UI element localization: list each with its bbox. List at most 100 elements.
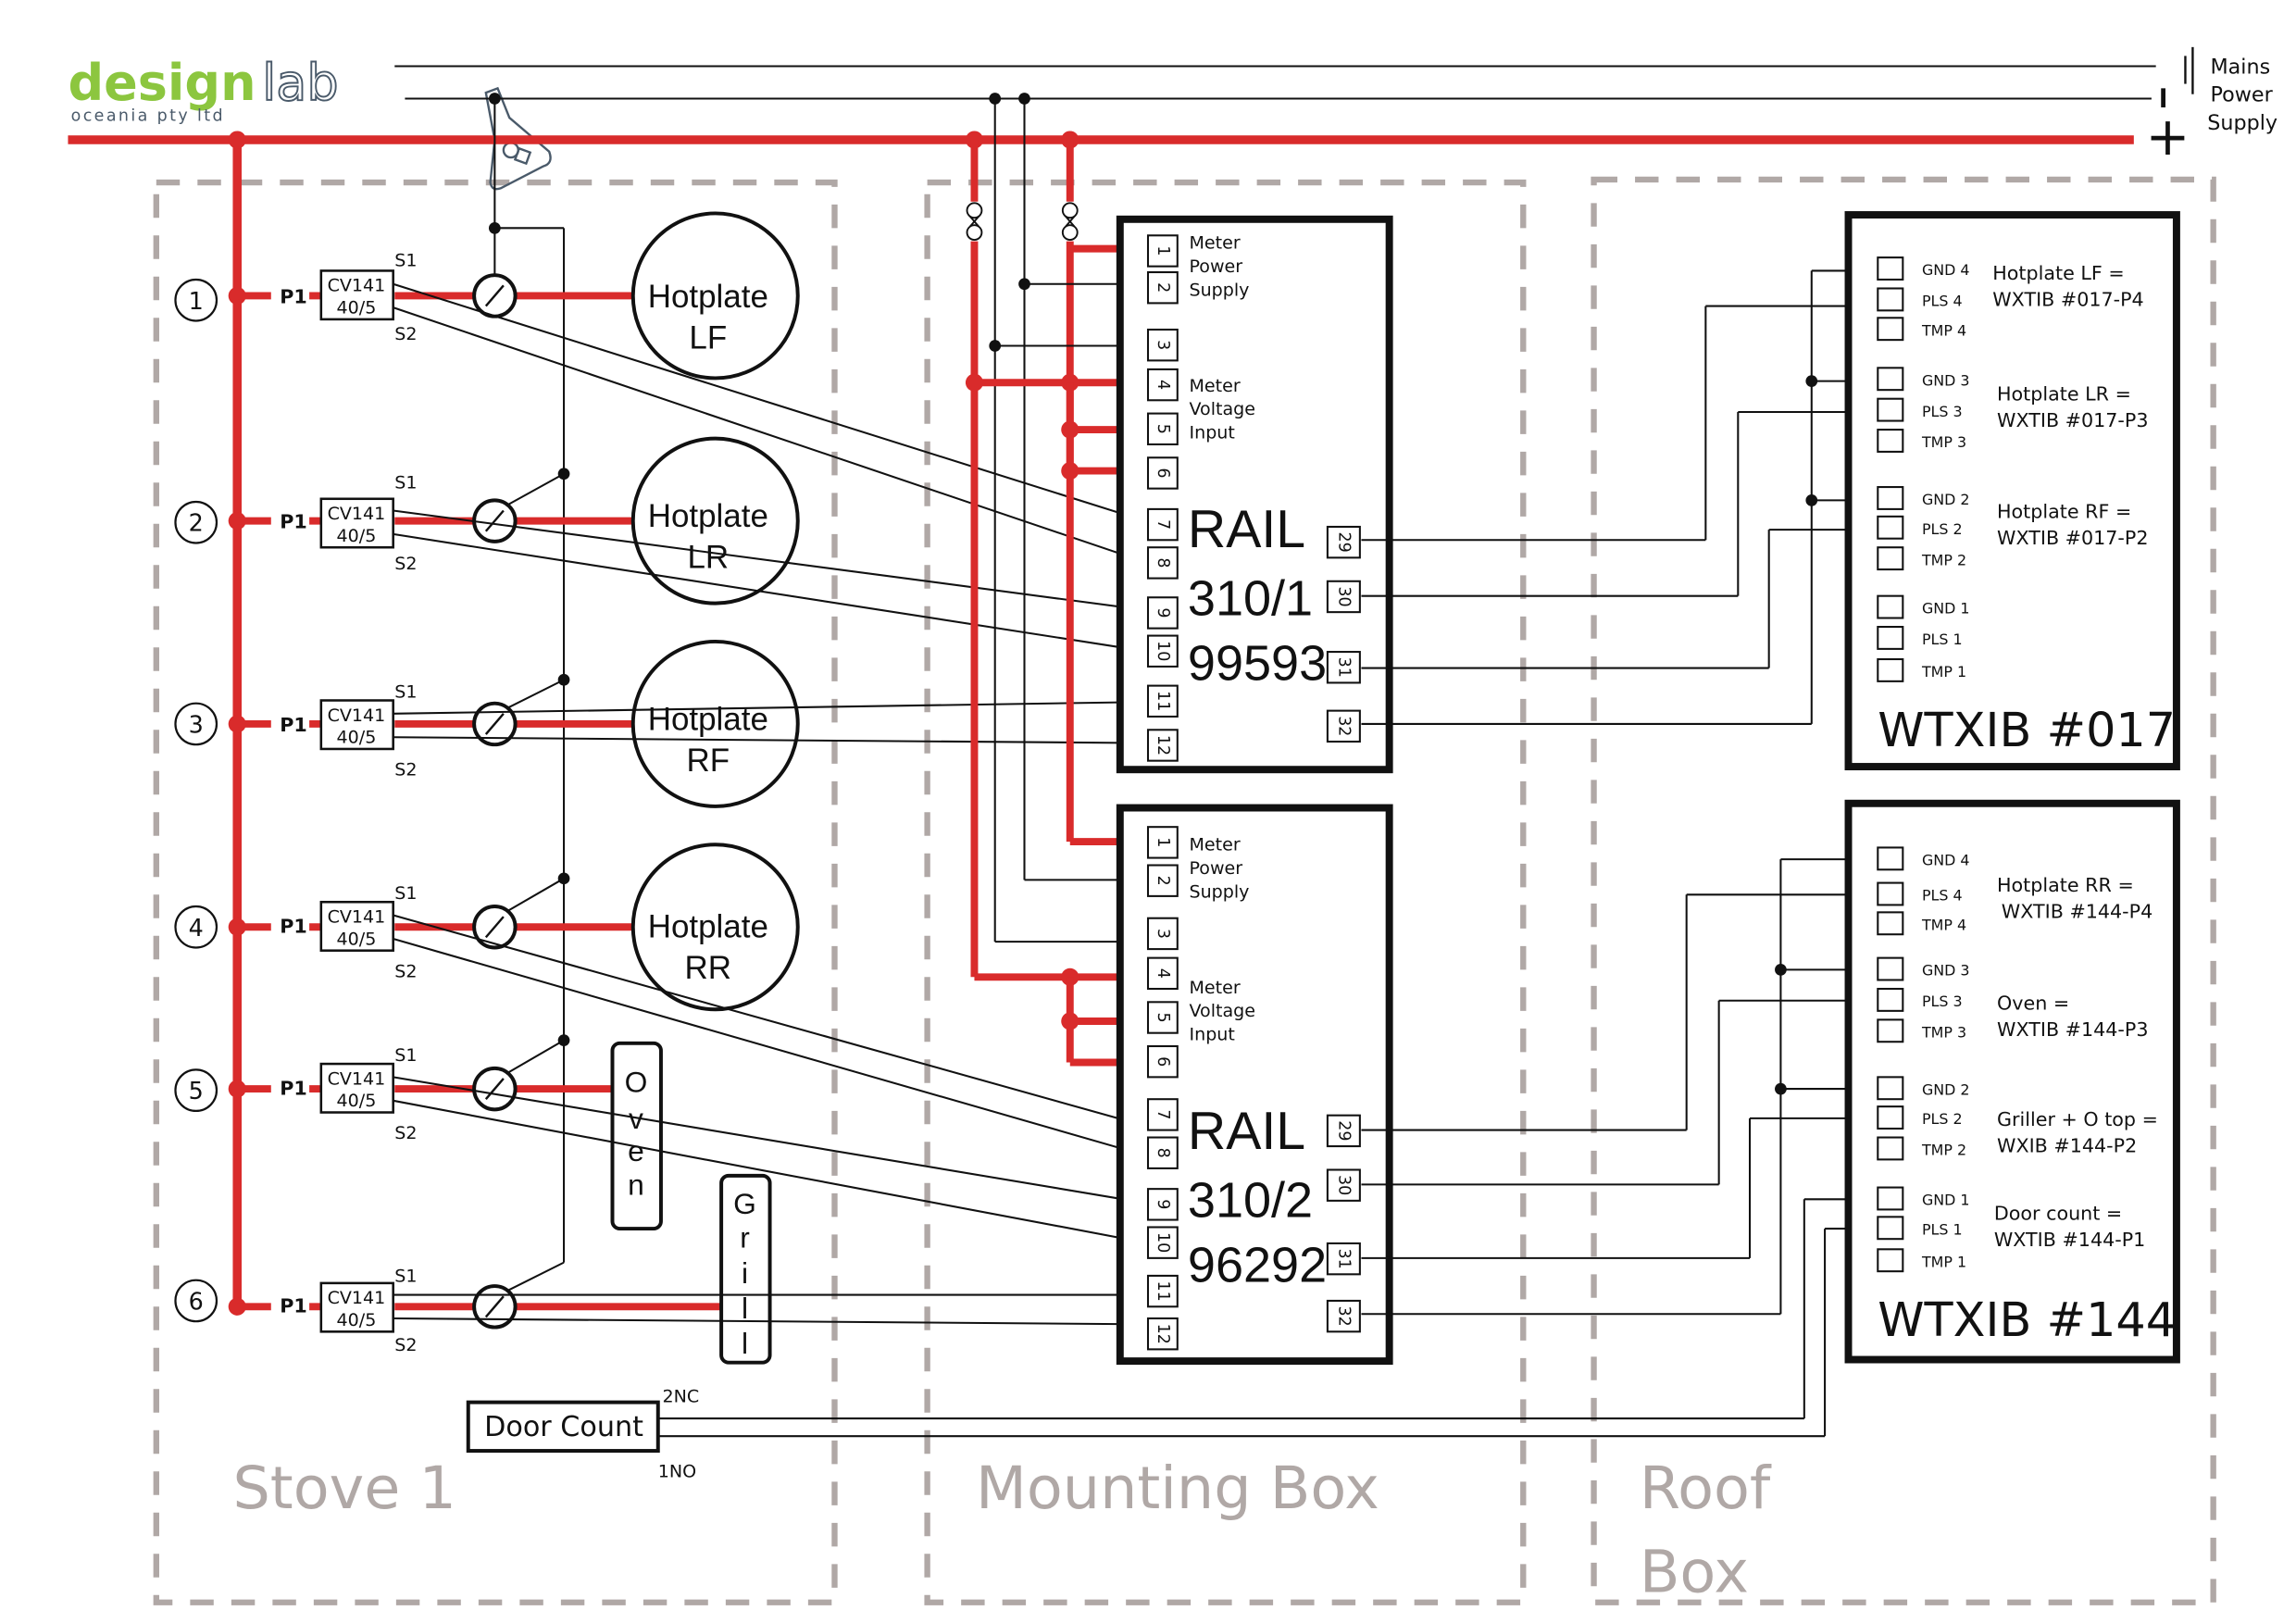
circuit-number-badge (174, 905, 218, 949)
wtxib-terminal-label: GND 2 (1922, 1080, 1970, 1098)
rail-voltage-label: Input (1190, 423, 1236, 443)
grill-letter: i (742, 1256, 748, 1290)
ct-secondary-wires (393, 282, 1150, 1326)
grill-load (719, 1173, 772, 1365)
rail-terminal-32: 32 (1326, 709, 1361, 743)
mains-label-line2: Power (2210, 83, 2273, 107)
ct-ratio: 40/5 (337, 298, 377, 318)
wtxib-terminal-label: TMP 4 (1921, 916, 1966, 933)
phase-label: P1 (280, 511, 307, 533)
rail-terminal-6: 6 (1146, 456, 1179, 490)
oven-letter: n (628, 1168, 644, 1202)
rail-title: RAIL (1188, 500, 1305, 559)
ct-ratio: 40/5 (337, 929, 377, 949)
circuit-row-2: 2 P1 CV141 40/5 S1 S2 Hotplate LR (174, 436, 800, 606)
wtxib-terminal-label: PLS 2 (1922, 520, 1963, 538)
terminal-number: 30 (1334, 586, 1353, 606)
wtxib-terminal-label: TMP 2 (1921, 551, 1966, 568)
circuit-number-badge (174, 500, 218, 544)
wtxib-terminal-label: GND 4 (1922, 852, 1970, 869)
oven-letter: O (625, 1065, 648, 1098)
wtxib-terminal: TMP 4 (1877, 317, 1966, 342)
terminal-number: 29 (1334, 1120, 1353, 1141)
junction-dot (488, 93, 501, 105)
wtxib-terminal: GND 4 (1877, 256, 1970, 281)
rail-terminal-3: 3 (1146, 917, 1179, 951)
terminal-number: 32 (1334, 716, 1353, 736)
wtxib-mapping-line2: WXTIB #144-P4 (2002, 901, 2152, 923)
circuit-number: 2 (189, 509, 204, 537)
phase-label: P1 (280, 714, 307, 736)
current-transformer-box (319, 1062, 394, 1114)
rail-voltage-label: Voltage (1190, 1001, 1256, 1021)
wtxib-terminal-label: GND 3 (1922, 371, 1970, 389)
wtxib-terminal-label: PLS 4 (1922, 293, 1963, 310)
current-transformer-box (319, 269, 394, 321)
rail-voltage-label: Input (1190, 1025, 1236, 1045)
terminal-number: 4 (1154, 380, 1172, 390)
circuit-number: 4 (189, 914, 204, 942)
terminal-number: 1 (1154, 837, 1172, 847)
terminal-number: 2 (1154, 282, 1172, 293)
ct-ratio: 40/5 (337, 728, 377, 748)
circuit-number: 6 (189, 1287, 204, 1315)
door-count-label: Door Count (484, 1411, 643, 1443)
section-label-stove: Stove 1 (232, 1454, 456, 1522)
grill-letter: l (742, 1327, 748, 1360)
ct-model: CV141 (328, 705, 386, 726)
door-count-sensor: Door Count 2NC 1NO (466, 1387, 699, 1482)
rail-title: RAIL (1188, 1102, 1305, 1161)
logo-lab-text: lab (262, 54, 338, 112)
wtxib-terminal-label: GND 1 (1922, 1192, 1970, 1209)
wtxib-terminal: PLS 3 (1877, 397, 1963, 422)
wtxib-terminal: PLS 2 (1877, 1105, 1963, 1130)
designlab-logo: design lab oceania pty ltd (68, 53, 552, 191)
section-label-mounting-box: Mounting Box (976, 1454, 1379, 1522)
rail-terminal-30: 30 (1326, 1168, 1361, 1202)
circuit-number: 3 (189, 710, 204, 738)
wtxib-terminal-label: TMP 3 (1921, 433, 1966, 451)
wtxib-mapping-line2: WXTIB #144-P3 (1997, 1018, 2148, 1041)
circuit-number-badge (174, 1279, 218, 1323)
wtxib-terminal: PLS 2 (1877, 515, 1963, 540)
terminal-number: 5 (1154, 1012, 1172, 1022)
ct-ratio: 40/5 (337, 1091, 377, 1111)
current-transformer-box (319, 1281, 394, 1333)
rail-terminal-7: 7 (1146, 507, 1179, 542)
rail-terminal-29: 29 (1326, 1114, 1361, 1148)
ct-s2-label: S2 (394, 1123, 417, 1143)
ct-s2-label: S2 (394, 554, 417, 574)
current-transformer-box (319, 699, 394, 751)
circuit-number-badge (174, 278, 218, 322)
phase-label: P1 (280, 1077, 307, 1099)
terminal-number: 7 (1154, 519, 1172, 530)
wtxib-terminal-label: GND 4 (1922, 261, 1970, 279)
fuse-icon (966, 202, 983, 242)
rail-terminal-1: 1 (1146, 826, 1179, 859)
circuit-number: 1 (189, 287, 204, 315)
wtxib-mapping-line1: Hotplate RR = (1997, 874, 2134, 896)
rail-terminal-5: 5 (1146, 412, 1179, 446)
circuit-row-4: 4 P1 CV141 40/5 S1 S2 Hotplate RR (174, 843, 800, 1012)
wtxib-terminal: TMP 1 (1877, 657, 1966, 682)
load-label-line2: LR (687, 539, 729, 575)
rail-terminal-11: 11 (1146, 1274, 1179, 1308)
terminal-number: 29 (1334, 532, 1353, 553)
junction-dot (228, 131, 246, 149)
rail-terminal-11: 11 (1146, 684, 1179, 718)
wtxib-title: WTXIB #144 (1878, 1292, 2176, 1347)
mounting-box-supply-wiring (965, 93, 1150, 1067)
wtxib-terminal: TMP 4 (1877, 911, 1966, 936)
load-label-line1: Hotplate (648, 498, 768, 534)
terminal-number: 8 (1154, 1148, 1172, 1158)
ct-model: CV141 (328, 504, 386, 524)
rail-terminal-12: 12 (1146, 729, 1179, 762)
wtxib-terminal: TMP 3 (1877, 429, 1966, 453)
phase-label: P1 (280, 1295, 307, 1317)
terminal-number: 11 (1154, 1280, 1172, 1301)
section-label-roof-box-line2: Box (1640, 1538, 1749, 1606)
wtxib-terminal: GND 4 (1877, 846, 1970, 871)
wtxib-terminal: GND 3 (1877, 367, 1970, 392)
rail-terminal-31: 31 (1326, 651, 1361, 684)
